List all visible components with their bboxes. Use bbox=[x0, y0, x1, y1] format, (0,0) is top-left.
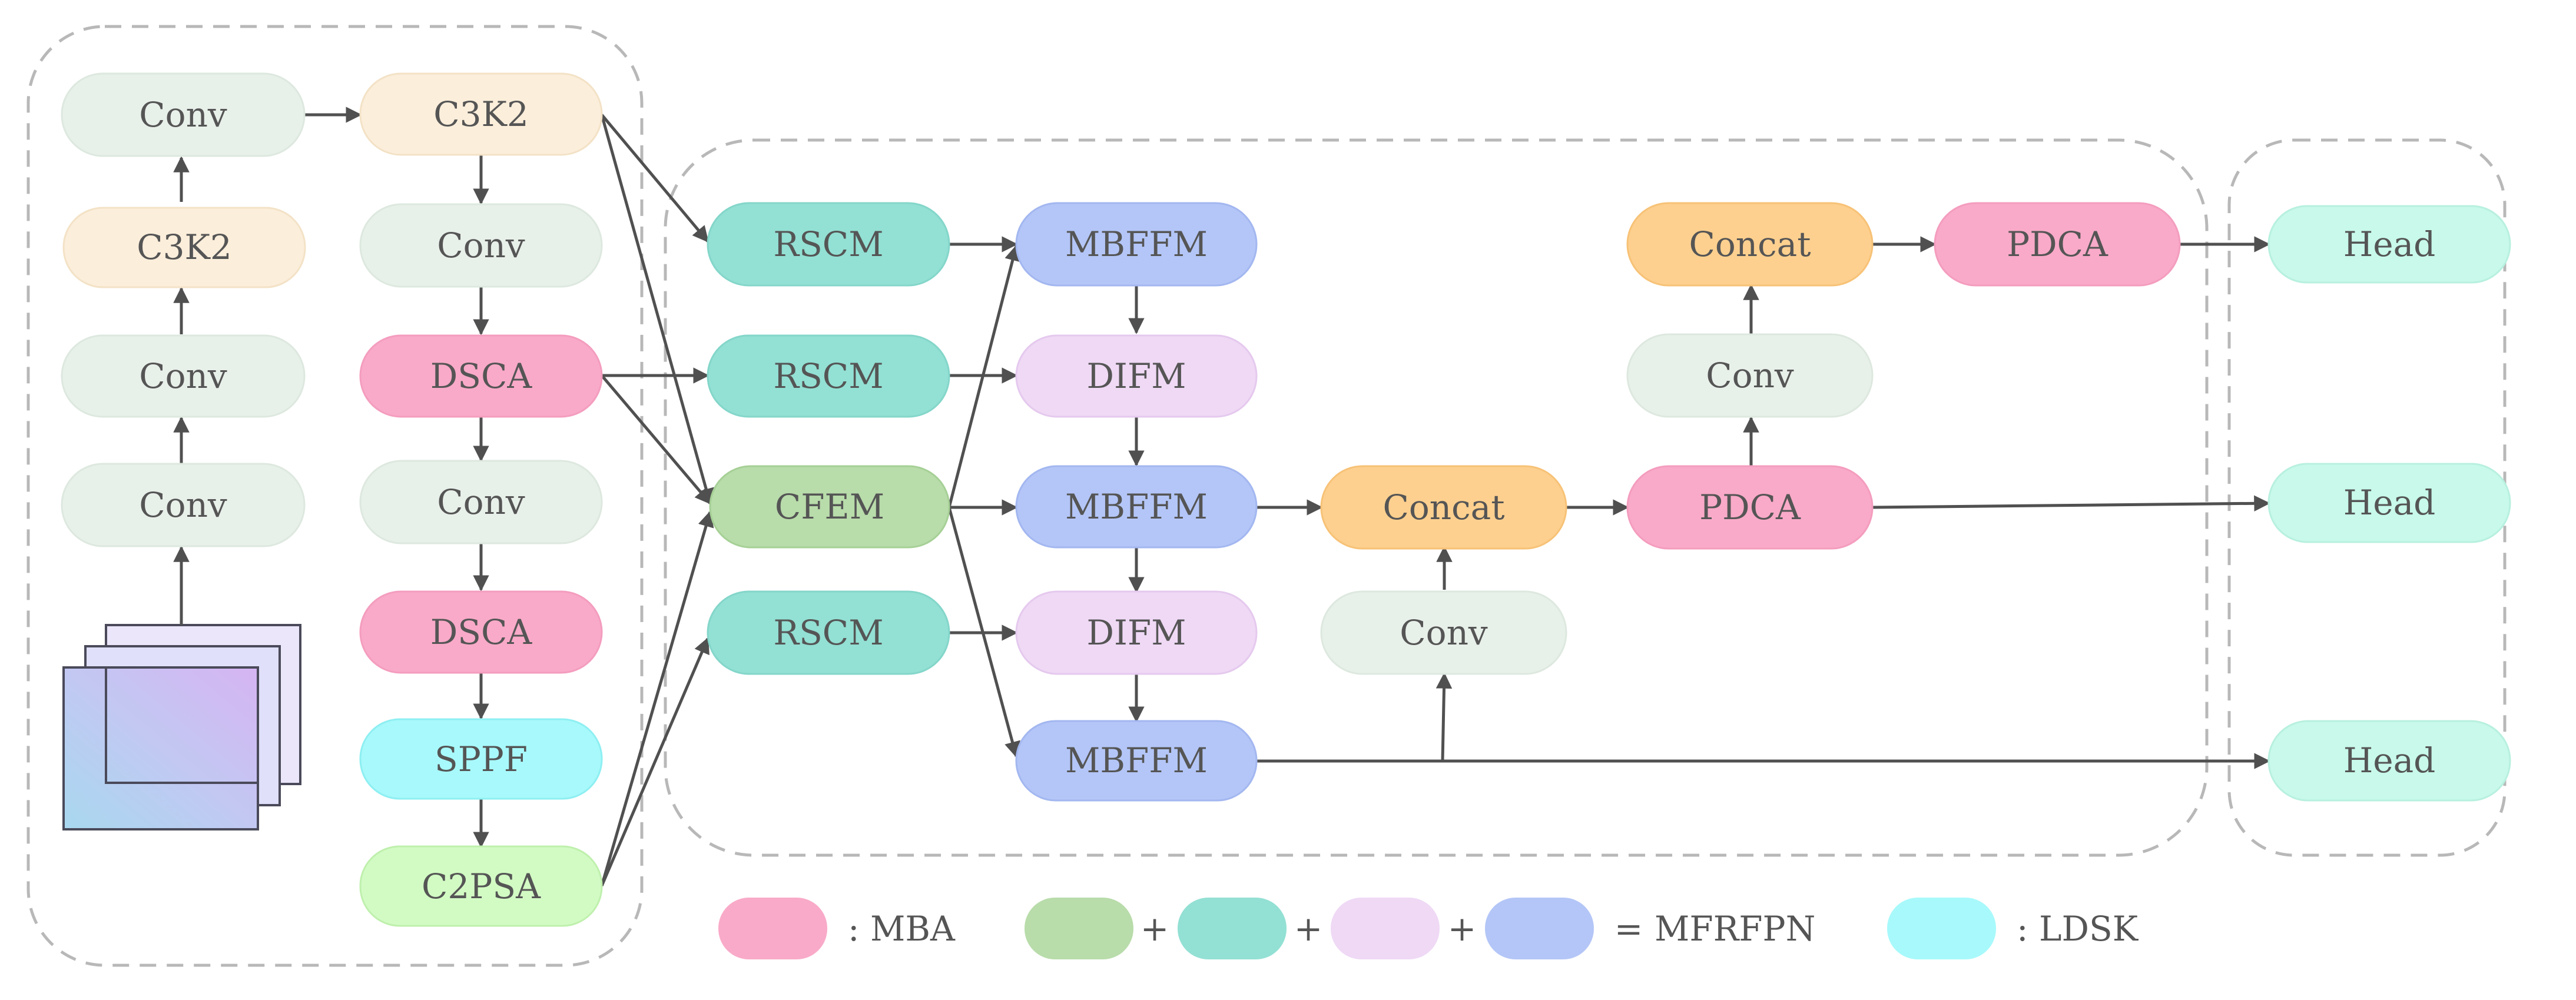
svg-text:DIFM: DIFM bbox=[1086, 613, 1186, 653]
svg-text:Conv: Conv bbox=[1706, 356, 1794, 396]
svg-text:Head: Head bbox=[2343, 483, 2436, 523]
node-mbffm-2: MBFFM bbox=[1015, 465, 1258, 549]
node-mbffm-1: MBFFM bbox=[1015, 202, 1258, 287]
arrow-c3k2-to-cfem bbox=[600, 114, 714, 505]
arrow-c3k2-to-rscm bbox=[601, 114, 709, 243]
svg-text:Concat: Concat bbox=[1689, 224, 1811, 264]
node-head-3: Head bbox=[2267, 720, 2511, 802]
node-head-1: Head bbox=[2267, 205, 2511, 284]
node-mbffm-3: MBFFM bbox=[1015, 720, 1258, 802]
arrow-cfem-to-mbffm-top bbox=[947, 244, 1021, 508]
svg-text:Conv: Conv bbox=[1400, 613, 1488, 653]
svg-text:DIFM: DIFM bbox=[1086, 356, 1186, 396]
node-conv-backbone-3: Conv bbox=[61, 463, 306, 547]
head-region bbox=[2227, 138, 2507, 857]
node-conv-backbone-1: Conv bbox=[61, 72, 306, 157]
svg-text:RSCM: RSCM bbox=[773, 613, 883, 653]
neck-region bbox=[664, 138, 2209, 857]
legend-plus-1: + bbox=[1141, 909, 1169, 949]
node-sppf: SPPF bbox=[359, 718, 603, 800]
node-difm-1: DIFM bbox=[1015, 334, 1258, 418]
svg-text:Head: Head bbox=[2343, 740, 2436, 780]
arrow-dsca-to-cfem bbox=[601, 374, 711, 505]
arrow-mbffm-to-conv bbox=[1435, 672, 1453, 762]
svg-text:DSCA: DSCA bbox=[430, 612, 533, 652]
arrow-pdca-to-head-2 bbox=[1872, 495, 2270, 512]
svg-text:Conv: Conv bbox=[139, 95, 227, 135]
node-c3k2-backbone-2: C3K2 bbox=[62, 207, 306, 288]
svg-text:PDCA: PDCA bbox=[2007, 224, 2108, 264]
svg-text:RSCM: RSCM bbox=[773, 356, 883, 396]
svg-text:Conv: Conv bbox=[139, 356, 227, 396]
connections bbox=[173, 107, 2270, 886]
legend-label-mfrfpn: MFRFPN bbox=[1655, 909, 1815, 949]
legend-plus-3: + bbox=[1448, 909, 1477, 949]
node-c2psa: C2PSA bbox=[359, 845, 603, 927]
input-image-icon bbox=[62, 624, 301, 830]
node-conv-backbone-2: Conv bbox=[61, 334, 306, 418]
svg-text:MBFFM: MBFFM bbox=[1065, 224, 1208, 264]
arrow-c2psa-to-rscm bbox=[600, 637, 710, 886]
legend-label-ldsk: : LDSK bbox=[2017, 909, 2139, 949]
arrow-cfem-to-mbffm-bottom bbox=[947, 507, 1020, 758]
node-dsca-backbone-1: DSCA bbox=[359, 334, 603, 418]
node-difm-2: DIFM bbox=[1015, 590, 1258, 675]
svg-text:C3K2: C3K2 bbox=[137, 227, 232, 267]
svg-text:DSCA: DSCA bbox=[430, 356, 533, 396]
node-pdca-1: PDCA bbox=[1626, 465, 1874, 550]
svg-text:Conv: Conv bbox=[437, 225, 525, 265]
svg-text:Conv: Conv bbox=[437, 482, 525, 522]
arrow-c2psa-to-cfem bbox=[600, 510, 714, 886]
node-conv-neck-2: Conv bbox=[1626, 333, 1874, 418]
node-cfem: CFEM bbox=[709, 465, 950, 549]
legend-swatch-mba bbox=[718, 898, 827, 959]
svg-text:PDCA: PDCA bbox=[1699, 487, 1801, 527]
legend: : MBA + + + = MFRFPN : LDSK bbox=[718, 898, 2139, 959]
svg-text:Conv: Conv bbox=[139, 485, 227, 525]
svg-text:C2PSA: C2PSA bbox=[422, 866, 541, 906]
node-pdca-2: PDCA bbox=[1934, 202, 2181, 287]
node-conv-neck-1: Conv bbox=[1320, 590, 1567, 675]
legend-swatch-difm bbox=[1331, 898, 1440, 959]
legend-plus-2: + bbox=[1294, 909, 1323, 949]
legend-swatch-rscm bbox=[1178, 898, 1287, 959]
svg-text:C3K2: C3K2 bbox=[433, 94, 529, 134]
node-conv-backbone-5: Conv bbox=[359, 460, 603, 544]
svg-text:MBFFM: MBFFM bbox=[1065, 487, 1208, 527]
legend-label-mba: : MBA bbox=[848, 909, 956, 949]
node-head-2: Head bbox=[2267, 463, 2511, 543]
backbone-region bbox=[26, 25, 644, 967]
svg-text:CFEM: CFEM bbox=[775, 487, 884, 527]
svg-text:Concat: Concat bbox=[1383, 487, 1504, 527]
node-c3k2-backbone-1: C3K2 bbox=[359, 72, 603, 156]
svg-text:MBFFM: MBFFM bbox=[1065, 740, 1208, 780]
legend-swatch-cfem bbox=[1025, 898, 1133, 959]
node-rscm-2: RSCM bbox=[707, 334, 950, 418]
node-rscm-1: RSCM bbox=[707, 202, 950, 287]
svg-text:RSCM: RSCM bbox=[773, 224, 883, 264]
legend-swatch-mbffm bbox=[1485, 898, 1594, 959]
legend-equals: = bbox=[1614, 909, 1643, 949]
node-conv-backbone-4: Conv bbox=[359, 203, 603, 288]
legend-swatch-ldsk bbox=[1887, 898, 1996, 959]
node-dsca-backbone-2: DSCA bbox=[359, 590, 603, 674]
node-concat-1: Concat bbox=[1320, 465, 1567, 550]
node-concat-2: Concat bbox=[1626, 202, 1874, 287]
node-rscm-3: RSCM bbox=[707, 590, 950, 675]
svg-text:SPPF: SPPF bbox=[435, 739, 528, 779]
svg-text:Head: Head bbox=[2343, 224, 2436, 264]
